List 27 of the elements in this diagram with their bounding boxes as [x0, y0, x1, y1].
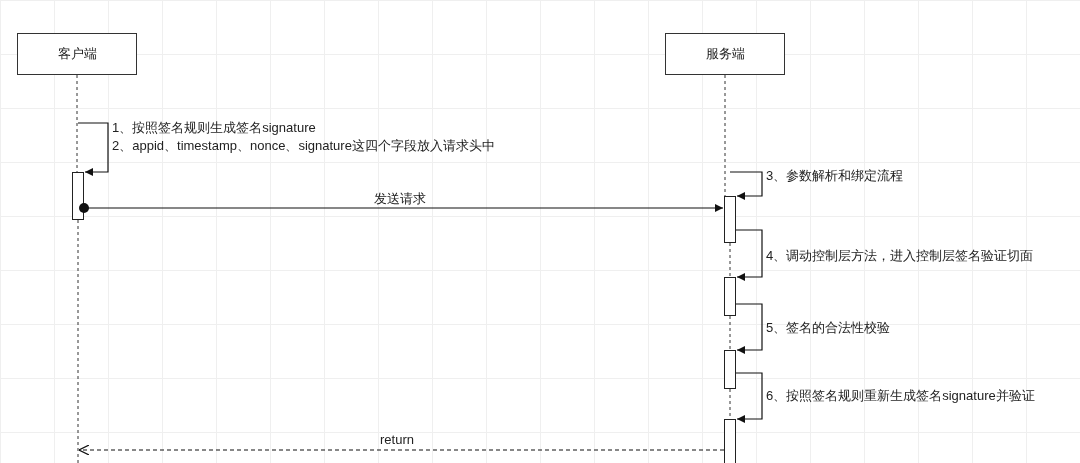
self-message-arrow — [735, 303, 763, 354]
lifeline — [77, 219, 79, 463]
edge-label: 6、按照签名规则重新生成签名signature并验证 — [765, 388, 1036, 404]
activation-bar — [72, 172, 84, 220]
edge-label: 发送请求 — [373, 191, 427, 207]
edge-label: 4、调动控制层方法，进入控制层签名验证切面 — [765, 248, 1035, 264]
participant-box: 客户端 — [17, 33, 137, 75]
self-message-arrow — [735, 229, 763, 281]
edge-label: 5、签名的合法性校验 — [765, 320, 892, 336]
lifeline — [724, 74, 726, 197]
activation-bar — [724, 350, 736, 389]
lifeline — [729, 315, 731, 351]
self-message-arrow — [729, 171, 763, 200]
self-message-arrow — [77, 122, 109, 176]
edge-label: 3、参数解析和绑定流程 — [765, 168, 905, 184]
participant-box: 服务端 — [665, 33, 785, 75]
self-message-arrow — [735, 372, 763, 423]
lifeline — [76, 74, 78, 173]
lifeline — [729, 242, 731, 278]
edge-label: return — [379, 432, 415, 448]
message-note: 2、appid、timestamp、nonce、signature这四个字段放入请求头中 — [111, 138, 496, 154]
edge-label: 1、按照签名规则生成签名signature — [111, 120, 317, 136]
activation-bar — [724, 419, 736, 463]
activation-bar — [724, 196, 736, 243]
return-arrow — [78, 444, 725, 456]
activation-bar — [724, 277, 736, 316]
message-arrow — [79, 203, 724, 213]
